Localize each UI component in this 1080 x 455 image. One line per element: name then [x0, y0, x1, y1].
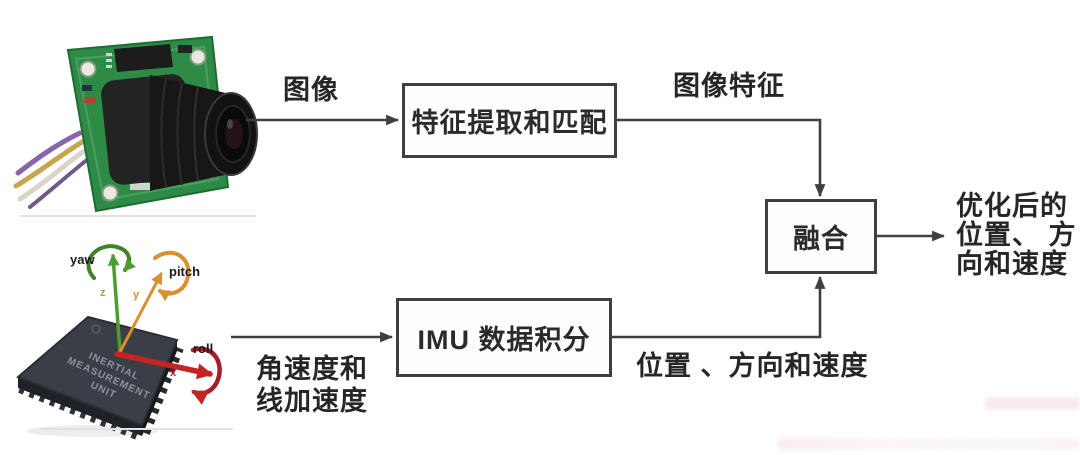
imu-photo-baseline: [40, 428, 233, 430]
pitch-axis-arrow: [118, 271, 163, 354]
watermark-smear-top: [985, 397, 1080, 410]
optimized-output-label-line2: 位置、 方: [956, 220, 1077, 250]
fusion-box: 融合: [765, 199, 877, 274]
yaw-axis-arrow: [107, 253, 122, 354]
camera-wires-icon: [13, 130, 90, 209]
fusion-box-label: 融合: [793, 224, 849, 254]
camera-module-photo: [13, 35, 258, 213]
pitch-label: pitch: [169, 264, 200, 279]
imu-integration-box: IMU 数据积分: [396, 298, 612, 377]
imu-output-edge-label-line1: 角速度和: [256, 354, 368, 384]
z-axis-label: z: [100, 287, 106, 299]
optimized-output-label: 优化后的 位置、 方 向和速度: [956, 192, 1077, 279]
yaw-rotation-arrow: [86, 244, 136, 280]
optimized-output-label-line1: 优化后的: [956, 191, 1068, 221]
imu-output-edge-label-line2: 线加速度: [256, 386, 368, 416]
roll-label: roll: [193, 341, 213, 356]
watermark-smear-bottom: [778, 438, 1080, 450]
pitch-rotation-arrow: [153, 250, 191, 302]
imu-chip-illustration: INERTIAL MEASUREMENT UNIT yaw pitch roll…: [16, 244, 222, 440]
pose-edge-label: 位置 、方向和速度: [636, 351, 869, 381]
roll-axis-arrow: [114, 351, 214, 380]
imu-chip-body: INERTIAL MEASUREMENT UNIT: [16, 315, 184, 440]
y-axis-label: y: [133, 289, 140, 301]
imu-integration-box-label: IMU 数据积分: [417, 325, 591, 355]
image-edge-label: 图像: [283, 75, 339, 105]
optimized-output-label-line3: 向和速度: [956, 249, 1068, 279]
image-features-edge-label: 图像特征: [673, 71, 785, 101]
edge-integration-to-fusion: [612, 275, 826, 339]
yaw-label: yaw: [70, 252, 95, 267]
camera-photo-baseline: [20, 215, 256, 217]
camera-lens-icon: [101, 74, 258, 191]
x-axis-label: x: [170, 367, 177, 379]
imu-output-edge-label: 角速度和 线加速度: [256, 353, 368, 417]
feature-extraction-box: 特征提取和匹配: [402, 83, 617, 158]
feature-extraction-box-label: 特征提取和匹配: [411, 108, 608, 138]
roll-rotation-arrow: [190, 346, 222, 405]
edge-feature-to-fusion: [617, 118, 826, 198]
